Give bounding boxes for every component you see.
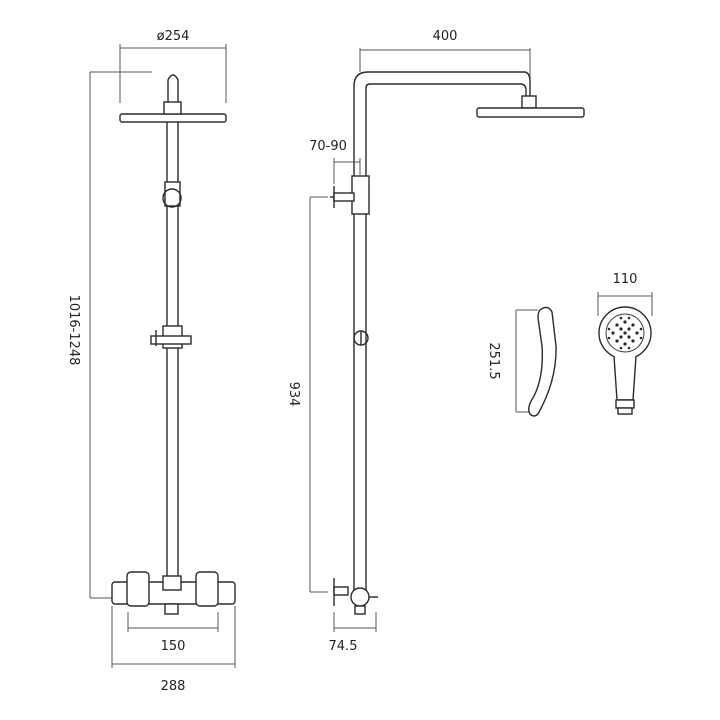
height-dimension: 1016-1248 [66,71,152,599]
handset-diameter-dimension: 110 [597,272,653,316]
handset-length-dimension: 251.5 [486,309,538,413]
handset-handle [613,355,637,401]
depth-dimension: 74.5 [329,612,377,654]
arm-length-dimension: 400 [359,29,531,97]
handset-front-view: 110 [597,272,653,415]
wall-bracket-top [330,186,355,208]
depth-label: 74.5 [329,639,358,654]
handset-diameter-label: 110 [613,272,638,287]
front-view: ø254 1016-1248 [66,29,236,694]
side-view: 400 70-90 [286,29,585,654]
riser-pipe-front [150,122,192,578]
side-height-dimension: 934 [286,196,328,593]
side-height-label: 934 [286,382,301,407]
valve-width-label: 288 [161,679,186,694]
spray-nozzles [607,316,643,350]
head-diameter-dimension: ø254 [119,29,227,103]
valve-side [333,578,378,615]
valve-centres-dimension: 150 [127,612,219,654]
valve-width-dimension: 288 [111,606,236,694]
handset-profile [527,306,557,417]
handset-length-label: 251.5 [486,342,501,379]
height-label: 1016-1248 [66,295,81,366]
handset-side-view: 251.5 [486,306,557,417]
projection-dimension: 70-90 [309,139,361,184]
shower-head-front [119,74,227,123]
arm-length-label: 400 [433,29,458,44]
thermostatic-valve-front [111,571,236,615]
head-diameter-label: ø254 [157,29,190,44]
valve-centres-label: 150 [161,639,186,654]
projection-label: 70-90 [309,139,347,154]
